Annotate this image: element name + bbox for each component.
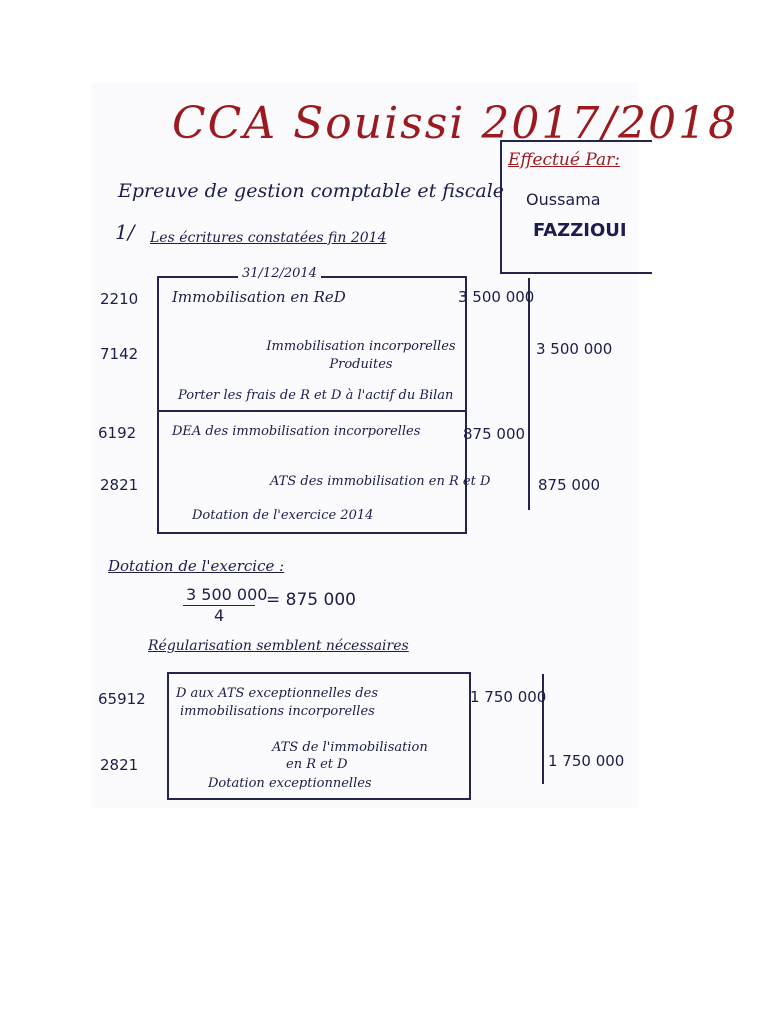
account-number: 2821: [100, 756, 139, 774]
entry-description: Dotation exceptionnelles: [208, 776, 372, 791]
account-number: 2210: [100, 290, 139, 308]
calc-numerator: 3 500 000: [186, 585, 268, 604]
section1-number: 1/: [115, 220, 135, 244]
author-label: Effectué Par:: [508, 150, 620, 170]
entry-label-line1: ATS de l'immobilisation: [272, 740, 428, 755]
entry-label: Immobilisation incorporelles Produites: [266, 339, 456, 372]
journal-date: 31/12/2014: [238, 266, 321, 281]
calc-result: = 875 000: [266, 590, 356, 610]
debit-amount: 3 500 000: [458, 288, 535, 306]
credit-amount: 875 000: [538, 476, 601, 494]
entry-label-line1: D aux ATS exceptionnelles des: [176, 686, 378, 701]
entry-description: Porter les frais de R et D à l'actif du …: [178, 388, 454, 403]
entry-label-line2: immobilisations incorporelles: [180, 704, 375, 719]
exam-subtitle: Epreuve de gestion comptable et fiscale: [118, 180, 505, 202]
credit-column-line-2: [542, 674, 544, 784]
account-number: 65912: [98, 690, 146, 708]
entry-label-line2: en R et D: [286, 757, 348, 772]
account-number: 2821: [100, 476, 139, 494]
entry-label: ATS des immobilisation en R et D: [270, 474, 491, 489]
section2-heading: Régularisation semblent nécessaires: [148, 638, 409, 654]
credit-column-line: [528, 278, 530, 510]
account-number: 6192: [98, 424, 137, 442]
calc-denominator: 4: [214, 606, 225, 625]
journal-separator: [157, 410, 465, 412]
entry-label: DEA des immobilisation incorporelles: [172, 424, 421, 439]
entry-description: Dotation de l'exercice 2014: [192, 508, 374, 523]
calc-heading: Dotation de l'exercice :: [108, 557, 285, 575]
author-last-name: FAZZIOUI: [533, 220, 627, 241]
entry-label: Immobilisation en ReD: [172, 288, 346, 306]
account-number: 7142: [100, 345, 139, 363]
debit-amount: 1 750 000: [470, 688, 547, 706]
section1-heading: Les écritures constatées fin 2014: [150, 230, 387, 246]
author-first-name: Oussama: [526, 190, 601, 209]
credit-amount: 3 500 000: [536, 340, 613, 358]
fraction-bar: [183, 605, 255, 606]
journal-box-1: [157, 276, 467, 534]
debit-amount: 875 000: [463, 425, 526, 443]
page-title: CCA Souissi 2017/2018: [172, 98, 739, 149]
notebook-page: [92, 82, 638, 808]
journal-box-2: [167, 672, 471, 800]
author-box: [500, 140, 652, 274]
credit-amount: 1 750 000: [548, 752, 625, 770]
